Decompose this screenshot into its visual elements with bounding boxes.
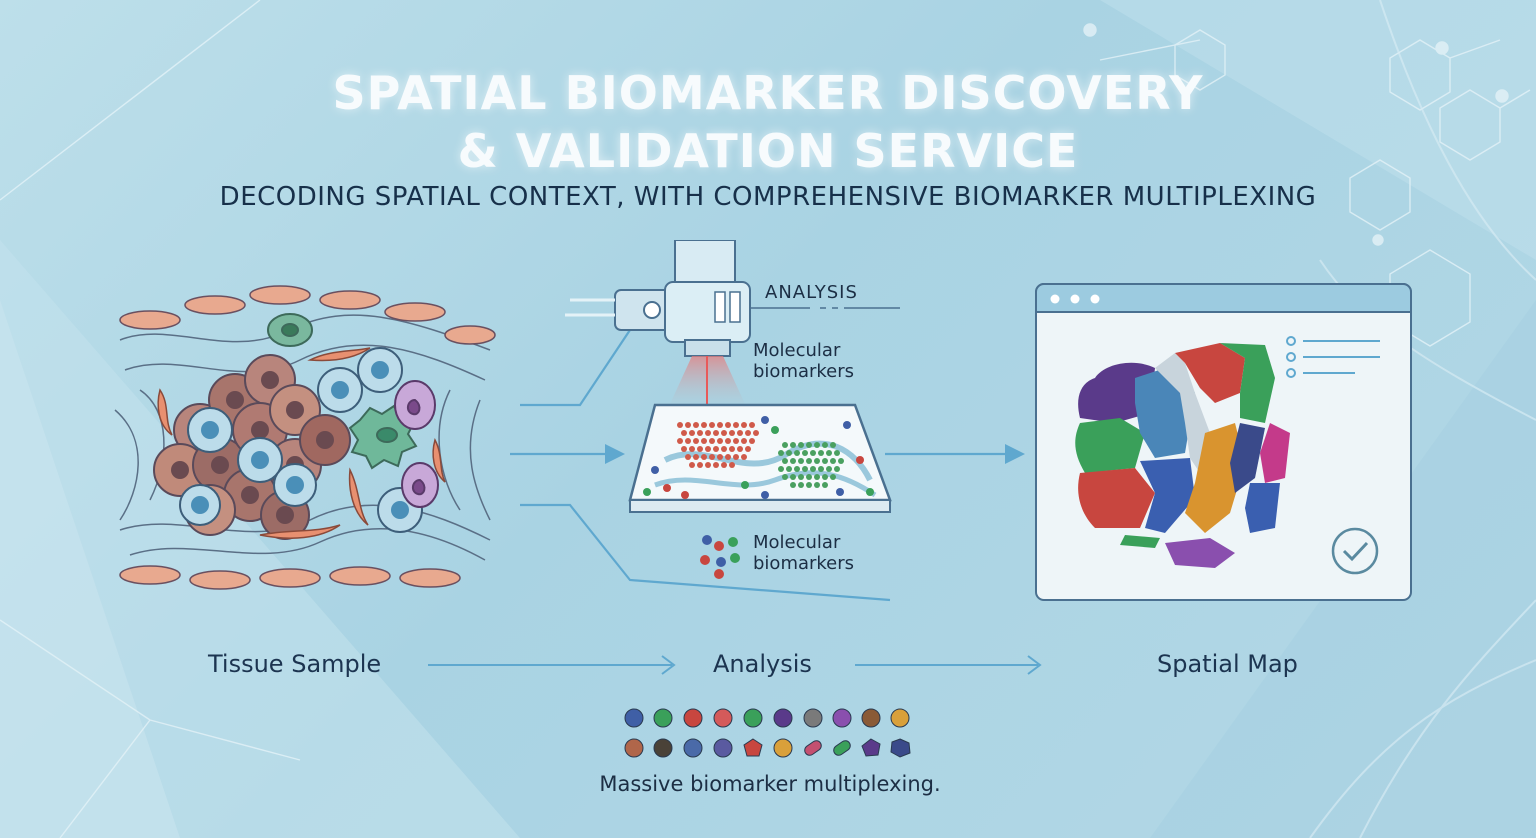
analysis-tag: ANALYSIS [765, 282, 858, 303]
tissue-sample-illustration [114, 285, 496, 590]
caption: Massive biomarker multiplexing. [599, 772, 941, 796]
arrow-head-out [1005, 444, 1025, 464]
molecular-bottom-line1: Molecular [753, 532, 841, 553]
flow-connectors [510, 299, 1025, 602]
page-title-line-2: & VALIDATION SERVICE [457, 124, 1079, 178]
page-subtitle: DECODING SPATIAL CONTEXT, WITH COMPREHEN… [219, 182, 1317, 212]
molecular-cluster-icon [700, 535, 740, 579]
spatial-map-regions [1075, 343, 1290, 568]
arrow-head-in [605, 444, 625, 464]
spatial-map-window [1035, 283, 1412, 601]
step-label-spatial-map: Spatial Map [1157, 650, 1298, 678]
molecular-top-line2: biomarkers [753, 361, 855, 382]
tissue-slide [628, 403, 892, 513]
molecular-biomarkers-label-top: Molecular biomarkers [753, 340, 854, 382]
page-title-line-1: SPATIAL BIOMARKER DISCOVERY [332, 66, 1204, 120]
biomarker-palette [624, 708, 911, 758]
molecular-bottom-line2: biomarkers [753, 553, 855, 574]
step-label-analysis: Analysis [713, 650, 812, 678]
molecular-top-line1: Molecular [753, 340, 841, 361]
scanner-device [565, 240, 900, 420]
step-arrows [428, 655, 1042, 675]
step-label-tissue-sample: Tissue Sample [208, 650, 382, 678]
molecular-biomarkers-label-bottom: Molecular biomarkers [753, 532, 854, 574]
